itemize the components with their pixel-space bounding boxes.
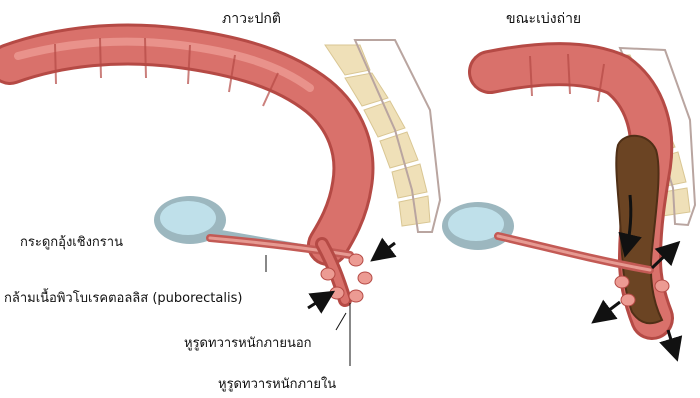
arrow-left-lower xyxy=(308,294,330,308)
title-defecation: ขณะเบ่งถ่าย xyxy=(506,8,581,30)
bladder-right xyxy=(442,202,514,250)
label-internal-sphincter: หูรูดทวารหนักภายใน xyxy=(218,373,336,394)
arrow-right-down xyxy=(668,330,676,356)
label-puborectalis: กล้ามเนื้อพิวโบเรคตอลลิส (puborectalis) xyxy=(4,287,242,308)
label-pelvic-bone: กระดูกอุ้งเชิงกราน xyxy=(20,231,123,252)
title-normal: ภาวะปกติ xyxy=(222,8,281,30)
arrow-right-left xyxy=(596,302,620,320)
arrow-left-upper xyxy=(375,243,395,258)
normal-panel xyxy=(10,38,440,366)
leader-external xyxy=(336,313,346,330)
defecation-panel xyxy=(442,48,695,356)
label-external-sphincter: หูรูดทวารหนักภายนอก xyxy=(184,332,312,353)
